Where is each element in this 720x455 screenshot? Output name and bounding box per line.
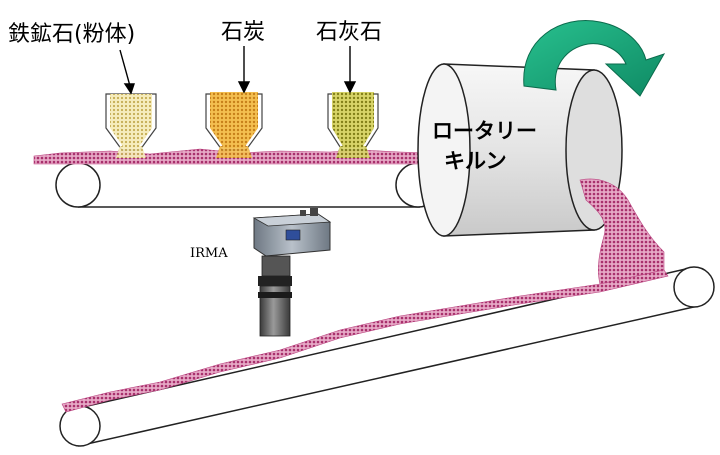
kiln-label-line1: ロータリー [432, 119, 537, 143]
sensor-logo-plate [285, 229, 301, 241]
kiln-front-end [417, 63, 471, 237]
label-limestone: 石灰石 [316, 20, 383, 45]
hopper-limestone [327, 92, 379, 158]
lower-conveyor-right-roller [673, 266, 715, 308]
label-arrows [119, 46, 357, 95]
rotary-kiln [417, 63, 623, 237]
lower-belt-material [61, 269, 669, 413]
label-coal: 石炭 [221, 20, 266, 45]
kiln-label-line2: キルン [444, 149, 507, 173]
lower-conveyor [59, 266, 715, 447]
irma-label: IRMA [190, 246, 228, 261]
rotation-arrow-icon [523, 20, 666, 97]
hopper-iron-ore [105, 93, 157, 158]
irma-sensor [252, 208, 332, 337]
kiln-discharge-material [579, 178, 665, 285]
upper-conveyor-left-roller [55, 162, 101, 208]
label-iron-ore: 鉄鉱石(粉体) [8, 22, 136, 47]
upper-conveyor [55, 162, 441, 208]
hopper-coal [205, 92, 263, 158]
